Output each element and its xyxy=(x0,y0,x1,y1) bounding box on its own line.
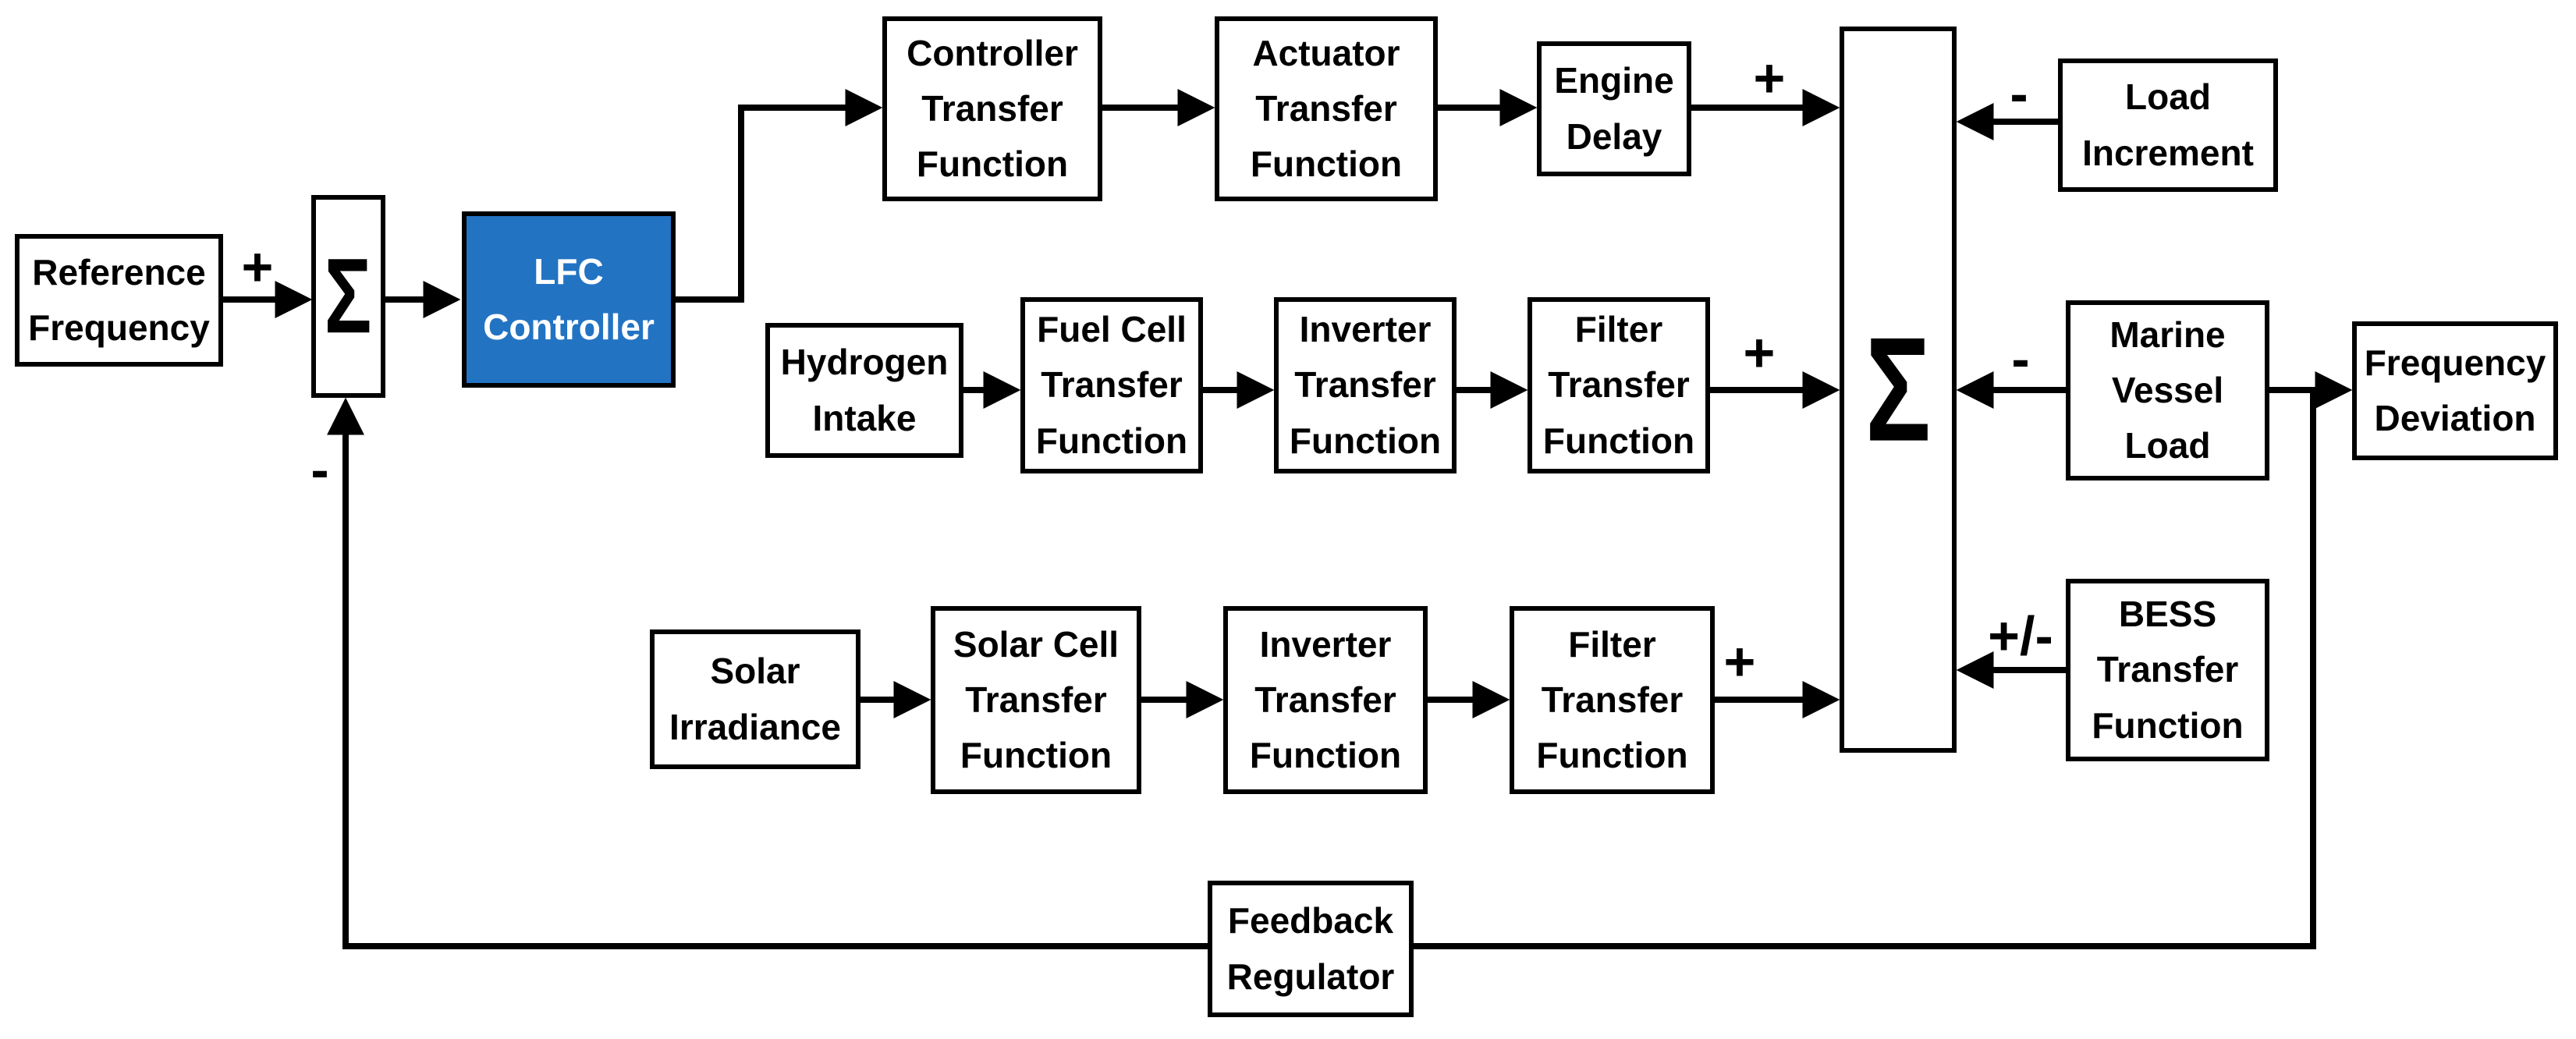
block-feedback-regulator: Feedback Regulator xyxy=(1208,881,1414,1017)
sigma-symbol: Σ xyxy=(325,236,372,356)
block-inverter-transfer-function-solar: Inverter Transfer Function xyxy=(1223,606,1428,794)
sum-junction-input: Σ xyxy=(311,195,385,398)
block-hydrogen-intake: Hydrogen Intake xyxy=(765,323,963,458)
block-engine-delay: Engine Delay xyxy=(1537,41,1691,176)
sign-load-increment-minus: - xyxy=(2010,63,2028,124)
sign-feedback-minus: - xyxy=(310,439,329,500)
sign-bess-plus-minus: +/- xyxy=(1988,605,2053,666)
sigma-symbol: Σ xyxy=(1865,307,1932,472)
block-bess-transfer-function: BESS Transfer Function xyxy=(2066,579,2269,761)
block-solar-cell-transfer-function: Solar Cell Transfer Function xyxy=(931,606,1141,794)
sign-marine-load-minus: - xyxy=(2011,328,2030,389)
block-inverter-transfer-function-fuel: Inverter Transfer Function xyxy=(1274,297,1457,473)
wire-lfc-to-controller xyxy=(676,89,883,303)
block-reference-frequency: Reference Frequency xyxy=(15,234,223,367)
block-controller-transfer-function: Controller Transfer Function xyxy=(882,16,1102,201)
sign-solar-path-plus: + xyxy=(1723,631,1756,692)
block-marine-vessel-load: Marine Vessel Load xyxy=(2066,300,2269,480)
sign-engine-plus: + xyxy=(1753,48,1786,108)
block-actuator-transfer-function: Actuator Transfer Function xyxy=(1215,16,1438,201)
sign-reference-plus: + xyxy=(241,236,274,297)
block-frequency-deviation: Frequency Deviation xyxy=(2352,321,2558,460)
block-lfc-controller: LFC Controller xyxy=(462,211,676,388)
block-filter-transfer-function-solar: Filter Transfer Function xyxy=(1510,606,1715,794)
block-load-increment: Load Increment xyxy=(2058,59,2278,192)
block-solar-irradiance: Solar Irradiance xyxy=(650,629,860,769)
block-filter-transfer-function-fuel: Filter Transfer Function xyxy=(1528,297,1710,473)
sign-fuel-path-plus: + xyxy=(1743,322,1776,383)
block-fuel-cell-transfer-function: Fuel Cell Transfer Function xyxy=(1020,297,1203,473)
sum-junction-main: Σ xyxy=(1840,27,1957,753)
